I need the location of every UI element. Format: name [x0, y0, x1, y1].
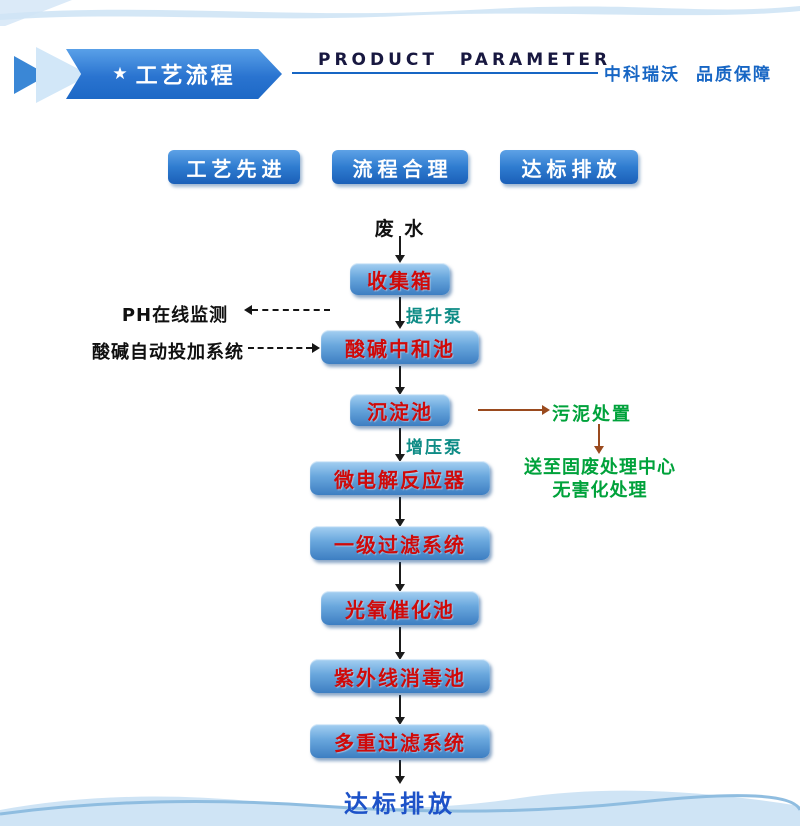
box-primary-filtration: 一级过滤系统: [310, 526, 490, 560]
lift-pump-label: 提升泵: [406, 307, 463, 327]
flow-arrow-2: [395, 297, 405, 329]
box-multi-filtration: 多重过滤系统: [310, 724, 490, 758]
ribbon-label: 工艺流程: [135, 64, 236, 89]
badge-reasonable-flow: 流程合理: [332, 150, 468, 184]
annotation-ph-monitoring: PH在线监测: [121, 305, 229, 326]
star-icon: ★: [112, 64, 128, 84]
flow-arrow-8: [395, 695, 405, 725]
header-divider-line: [292, 72, 598, 74]
box-collection-tank: 收集箱: [350, 263, 450, 295]
top-wave-decoration: [0, 0, 800, 26]
flow-arrow-5: [395, 497, 405, 527]
box-sedimentation-tank: 沉淀池: [350, 394, 450, 426]
brand-area: 中科瑞沃 品质保障: [604, 60, 772, 85]
dashed-arrow-to-neutralization: [248, 343, 320, 353]
flow-arrow-9: [395, 760, 405, 784]
flow-arrow-6: [395, 562, 405, 592]
flow-arrow-4: [395, 428, 405, 462]
annotation-dosing-system: 酸碱自动投加系统: [92, 342, 244, 363]
badge-advanced-process: 工艺先进: [168, 150, 300, 184]
brand-name: 中科瑞沃: [604, 65, 680, 85]
sludge-note-line1: 送至固废处理中心: [524, 457, 676, 478]
flow-arrow-3: [395, 366, 405, 395]
wastewater-label: 废 水: [374, 218, 426, 240]
process-flow-ribbon: ★ 工艺流程: [66, 49, 282, 99]
section-title: PRODUCT PARAMETER: [318, 50, 612, 70]
dashed-arrow-to-ph-monitoring: [244, 305, 330, 315]
box-uv-disinfection-pool: 紫外线消毒池: [310, 659, 490, 693]
box-photocatalytic-pool: 光氧催化池: [321, 591, 479, 625]
sludge-disposal-label: 污泥处置: [552, 404, 632, 425]
badge-standard-discharge: 达标排放: [500, 150, 638, 184]
boost-pump-label: 增压泵: [406, 438, 463, 458]
brand-tagline: 品质保障: [696, 65, 772, 85]
sludge-down-arrow: [594, 424, 604, 454]
sludge-note-line2: 无害化处理: [552, 480, 648, 501]
box-neutralization-pool: 酸碱中和池: [321, 330, 479, 364]
standard-discharge-output: 达标排放: [344, 790, 456, 818]
bottom-wave-decoration: [0, 790, 800, 826]
flow-arrow-1: [395, 236, 405, 263]
sludge-branch-arrow: [478, 405, 550, 415]
box-microelectrolysis-reactor: 微电解反应器: [310, 461, 490, 495]
flow-arrow-7: [395, 627, 405, 660]
sludge-disposal-note: 送至固废处理中心 无害化处理: [500, 456, 700, 502]
